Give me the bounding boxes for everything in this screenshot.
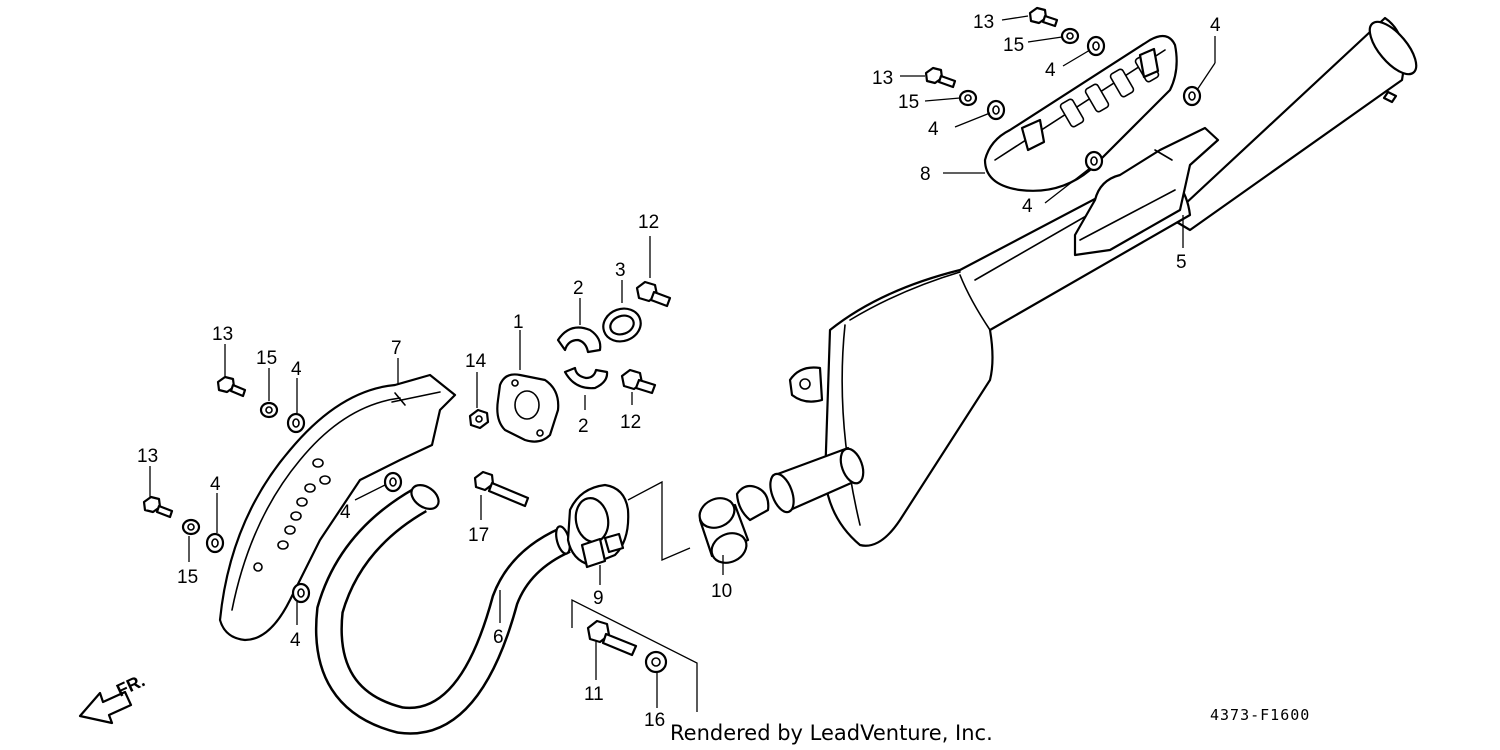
group-bracket-11-16 <box>571 598 698 712</box>
collar-15-shield[interactable] <box>958 89 978 107</box>
muffler-heat-shield[interactable] <box>983 34 1178 192</box>
flange-nut-upper[interactable] <box>635 280 672 308</box>
diagram-code: 4373-F1600 <box>1210 706 1310 724</box>
callout-6: 6 <box>493 627 504 648</box>
callout-12-lower: 12 <box>620 412 641 433</box>
callout-12-upper: 12 <box>638 212 659 233</box>
exhaust-joint-ring[interactable] <box>599 303 646 346</box>
collar-15-top[interactable] <box>1060 27 1080 45</box>
callout-4-guard-mid: 4 <box>340 502 351 523</box>
bolt-11[interactable] <box>586 619 638 657</box>
grommet-4-f[interactable] <box>383 471 403 493</box>
exhaust-pipe-heat-guard[interactable] <box>218 373 457 642</box>
collar-16[interactable] <box>644 650 668 674</box>
callout-4-shield-lower: 4 <box>1022 196 1033 217</box>
exhaust-cotter-lower[interactable] <box>563 366 609 390</box>
callout-4-guard: 4 <box>291 359 302 380</box>
callout-4-lower: 4 <box>210 474 221 495</box>
collar-15-guard[interactable] <box>259 401 279 419</box>
callout-4-shield: 4 <box>928 119 939 140</box>
bolt-13-guard[interactable] <box>216 375 247 398</box>
callout-14: 14 <box>465 351 487 372</box>
bolt-13-top[interactable] <box>1028 6 1059 28</box>
callout-4-top: 4 <box>1045 60 1056 81</box>
callout-7: 7 <box>391 338 402 359</box>
callout-17: 17 <box>468 525 489 546</box>
exhaust-cotter-upper[interactable] <box>556 326 602 354</box>
callout-15-guard: 15 <box>256 348 277 369</box>
grommet-4-a[interactable] <box>1086 35 1106 57</box>
callout-16: 16 <box>644 710 665 731</box>
bolt-17[interactable] <box>473 470 530 508</box>
callout-4-right: 4 <box>1210 15 1221 36</box>
callout-5: 5 <box>1176 252 1187 273</box>
collar-15-lower[interactable] <box>181 518 201 536</box>
callout-15-lower: 15 <box>177 567 198 588</box>
render-credit: Rendered by LeadVenture, Inc. <box>670 721 993 745</box>
grommet-4-b[interactable] <box>1182 85 1202 107</box>
muffler-assembly[interactable] <box>766 14 1425 547</box>
grommet-4-c[interactable] <box>986 99 1006 121</box>
front-direction-arrow: FR. <box>78 670 148 725</box>
callout-labels: 1 2 2 3 4 4 4 4 4 4 4 4 5 6 7 8 9 10 11 … <box>137 12 1221 731</box>
callout-13-shield: 13 <box>872 68 893 89</box>
grommet-4-e[interactable] <box>286 412 306 434</box>
bolt-13-lower[interactable] <box>142 495 174 519</box>
exhaust-pipe[interactable] <box>314 480 573 735</box>
callout-13-top: 13 <box>973 12 994 33</box>
callout-15-top: 15 <box>1003 35 1024 56</box>
callout-2-upper: 2 <box>573 278 584 299</box>
grommet-4-d[interactable] <box>1084 150 1104 172</box>
callout-10: 10 <box>711 581 732 602</box>
callout-4-bottom: 4 <box>290 630 301 651</box>
callout-8: 8 <box>920 164 931 185</box>
grommet-4-g[interactable] <box>205 532 225 554</box>
callout-13-lower: 13 <box>137 446 158 467</box>
pipe-joint-clamp[interactable] <box>566 483 630 569</box>
group-bracket-9-10 <box>627 480 691 561</box>
arrow-left-icon <box>78 690 133 725</box>
grommet-4-h[interactable] <box>291 582 311 604</box>
exhaust-flange-gasket[interactable] <box>496 373 560 443</box>
callout-3: 3 <box>615 260 626 281</box>
leader-lines <box>149 15 1216 708</box>
bolt-13-shield[interactable] <box>924 66 957 89</box>
callout-9: 9 <box>593 588 604 609</box>
callout-15-shield: 15 <box>898 92 919 113</box>
hex-nut-14[interactable] <box>468 408 490 430</box>
muffler-gasket[interactable] <box>695 484 770 568</box>
callout-2-lower: 2 <box>578 416 589 437</box>
flange-nut-lower[interactable] <box>620 368 657 395</box>
callout-1: 1 <box>513 312 524 333</box>
callout-11: 11 <box>584 684 604 705</box>
callout-13-guard: 13 <box>212 324 233 345</box>
